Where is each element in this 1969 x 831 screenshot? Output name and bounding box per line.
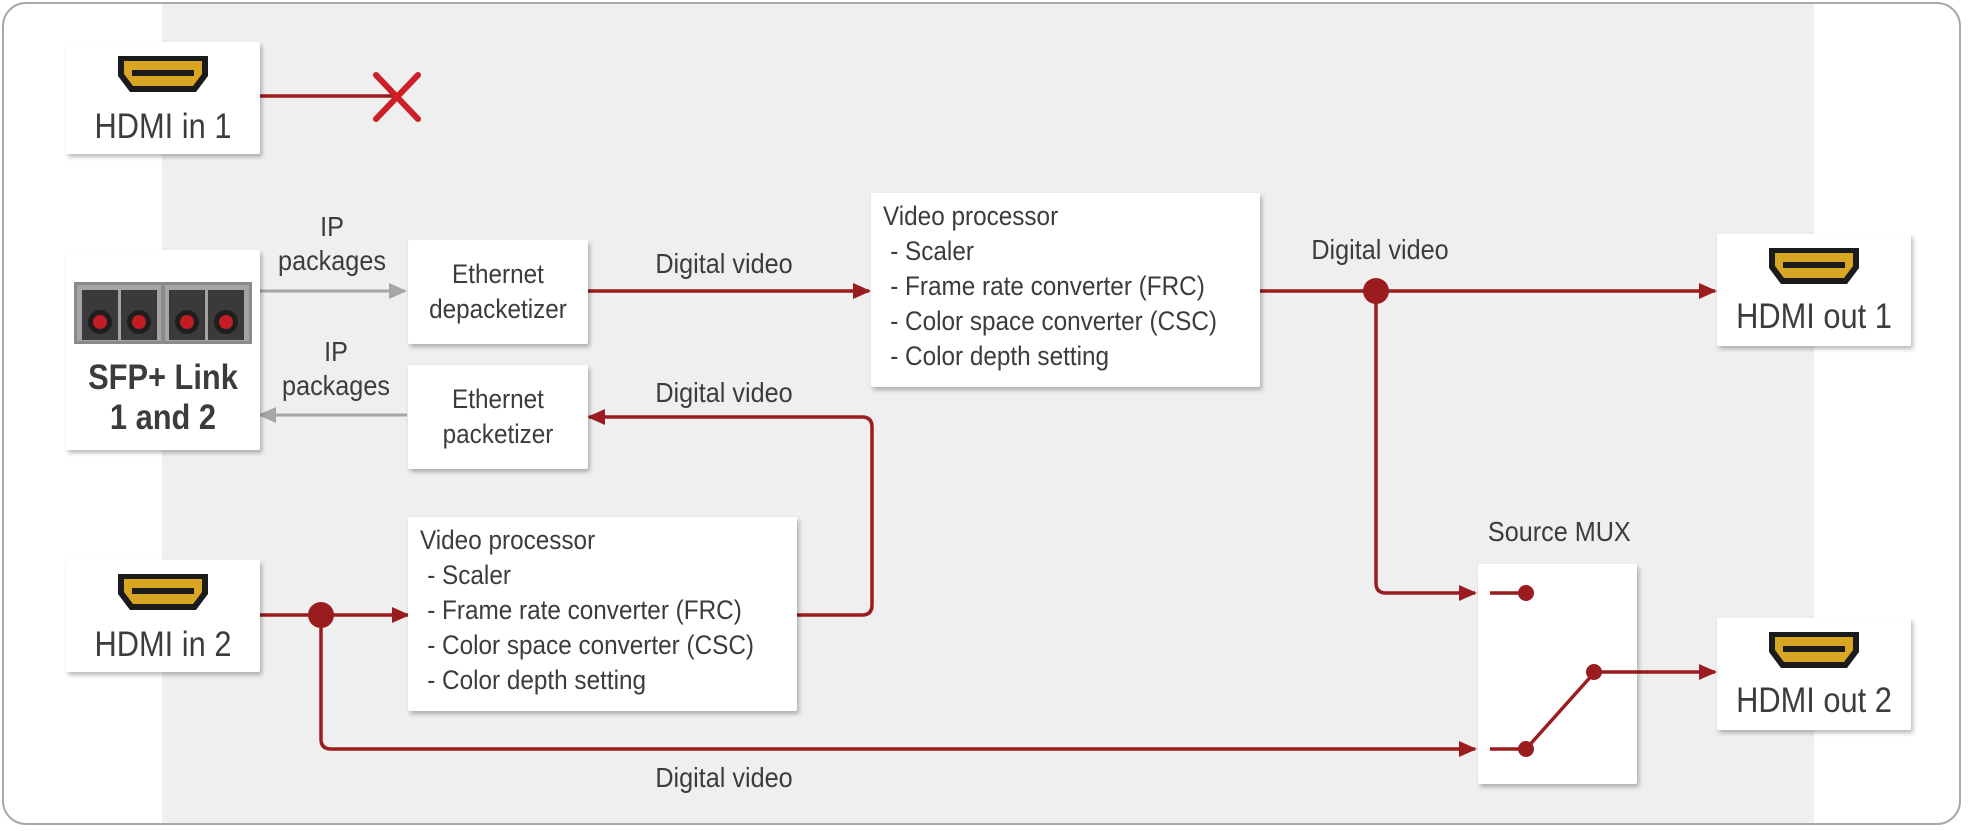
video-processor-item: - Color depth setting: [890, 341, 1110, 371]
wire-label-line: IP: [320, 211, 344, 242]
hdmi-in-2-port: HDMI in 2: [66, 560, 260, 672]
block-label-line: packetizer: [442, 419, 554, 449]
hdmi-connector-icon: [1769, 632, 1859, 668]
video-processor-item: - Color depth setting: [427, 665, 647, 695]
vp2-to-pack-arrow: [587, 409, 874, 617]
video-processor-text: Video processor - Scaler - Frame rate co…: [420, 523, 754, 698]
video-processor-text: Video processor - Scaler - Frame rate co…: [883, 199, 1217, 374]
video-processor-item: - Scaler: [427, 560, 511, 590]
switch-icon: [1490, 585, 1637, 757]
port-label: HDMI out 2: [1736, 681, 1892, 720]
ip-packages-out-label: IP packages: [273, 335, 399, 403]
digital-video-bottom-label: Digital video: [655, 762, 793, 793]
wire-label-line: IP: [324, 336, 348, 367]
ethernet-packetizer-block: Ethernet packetizer: [408, 365, 588, 469]
ethernet-depacketizer-block: Ethernet depacketizer: [408, 240, 588, 344]
hdmi-out-2-port: HDMI out 2: [1717, 618, 1911, 730]
digital-video-out-label: Digital video: [1311, 234, 1449, 265]
hdmi-in-1-port: HDMI in 1: [66, 42, 260, 154]
block-label: Ethernet packetizer: [417, 382, 579, 452]
sfp-label-line: 1 and 2: [109, 398, 217, 437]
video-processor-item: - Frame rate converter (FRC): [427, 595, 742, 625]
signal-wires: [258, 72, 1717, 757]
sfp-link-label: SFP+ Link 1 and 2: [78, 358, 249, 438]
block-label-line: Ethernet: [452, 259, 544, 289]
video-processor-item: - Frame rate converter (FRC): [890, 271, 1205, 301]
source-mux-block: [1478, 564, 1637, 784]
digital-video-pack-label: Digital video: [655, 377, 793, 408]
video-processor-item: - Scaler: [890, 236, 974, 266]
video-processor-item: - Color space converter (CSC): [890, 306, 1217, 336]
sfp-cage-icon: [74, 282, 252, 344]
port-label: HDMI out 1: [1736, 297, 1892, 336]
hdmi-connector-icon: [118, 574, 208, 610]
wire-label-line: packages: [278, 245, 386, 276]
video-processor-item: - Color space converter (CSC): [427, 630, 754, 660]
wire-label-line: packages: [282, 370, 390, 401]
video-processor-1-block: Video processor - Scaler - Frame rate co…: [871, 193, 1260, 387]
video-processor-title: Video processor: [883, 201, 1059, 231]
port-label: HDMI in 1: [94, 107, 232, 146]
source-mux-label: Source MUX: [1487, 516, 1631, 547]
block-label-line: Ethernet: [452, 384, 544, 414]
split-to-mux-arrow: [1374, 291, 1477, 601]
block-label-line: depacketizer: [429, 294, 567, 324]
ip-packages-in-label: IP packages: [269, 210, 395, 278]
video-processor-2-block: Video processor - Scaler - Frame rate co…: [408, 517, 797, 711]
block-label: Ethernet depacketizer: [417, 257, 579, 327]
hdmi-connector-icon: [118, 56, 208, 92]
cross-icon: [373, 72, 421, 122]
video-processor-title: Video processor: [420, 525, 596, 555]
digital-video-depack-label: Digital video: [655, 248, 793, 279]
sfp-label-line: SFP+ Link: [88, 358, 238, 397]
hdmi-connector-icon: [1769, 248, 1859, 284]
sfp-link-port: SFP+ Link 1 and 2: [66, 250, 260, 450]
port-label: HDMI in 2: [94, 625, 232, 664]
hdmi-out-1-port: HDMI out 1: [1717, 234, 1911, 346]
in2-to-mux-arrow: [319, 615, 1477, 757]
